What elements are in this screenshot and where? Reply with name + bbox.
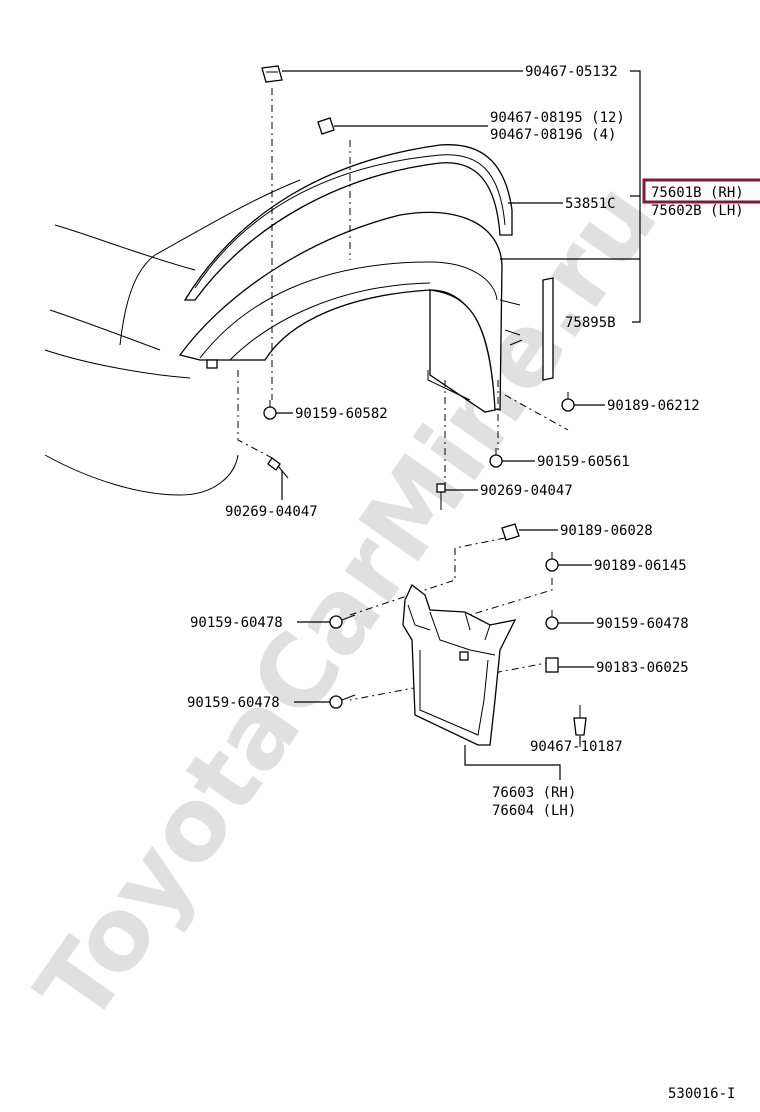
- part-label: 76603 (RH): [492, 785, 576, 801]
- part-label: 76604 (LH): [492, 803, 576, 819]
- part-label: 90189-06028: [560, 523, 653, 539]
- rivet-icon: [436, 483, 446, 510]
- part-label: 90189-06145: [594, 558, 687, 574]
- clip-icon: [261, 65, 283, 83]
- mudguard: [402, 583, 517, 746]
- part-label: 90467-08195 (12): [490, 110, 625, 126]
- part-highlight-box: [642, 178, 760, 204]
- nut-icon: [545, 657, 559, 673]
- seal-strip: [542, 277, 554, 381]
- part-label: 90269-04047: [225, 504, 318, 520]
- part-label: 90269-04047: [480, 483, 573, 499]
- part-label: 53851C: [565, 196, 616, 212]
- screw-icon: [545, 552, 559, 572]
- wheel-arch-molding: [183, 144, 513, 301]
- part-label: 90467-08196 (4): [490, 127, 616, 143]
- part-label: 90159-60478: [596, 616, 689, 632]
- part-label: 75601B (RH): [651, 185, 744, 201]
- rivet-icon: [267, 457, 289, 479]
- part-label: 90467-05132: [525, 64, 618, 80]
- installation-lines: [237, 88, 581, 750]
- leader-lines: [276, 70, 641, 780]
- part-label: 90159-60582: [295, 406, 388, 422]
- fender-flare: [178, 211, 523, 413]
- part-label: 90159-60478: [187, 695, 280, 711]
- part-label: 90189-06212: [607, 398, 700, 414]
- screw-icon: [263, 400, 277, 420]
- part-label: 75602B (LH): [651, 203, 744, 219]
- part-label: 90159-60478: [190, 615, 283, 631]
- part-labels: 90467-05132 90467-08195 (12) 90467-08196…: [187, 64, 744, 1102]
- clip-icon: [573, 705, 587, 736]
- part-label: 90183-06025: [596, 660, 689, 676]
- part-label: 75895B: [565, 315, 616, 331]
- part-label: 90467-10187: [530, 739, 623, 755]
- screw-icon: [501, 523, 520, 541]
- clip-pin-icon: [317, 117, 335, 135]
- vehicle-body-outline: [44, 179, 301, 496]
- bolt-icon: [545, 610, 559, 630]
- figure-number: 530016-I: [668, 1086, 735, 1102]
- part-label: 90159-60561: [537, 454, 630, 470]
